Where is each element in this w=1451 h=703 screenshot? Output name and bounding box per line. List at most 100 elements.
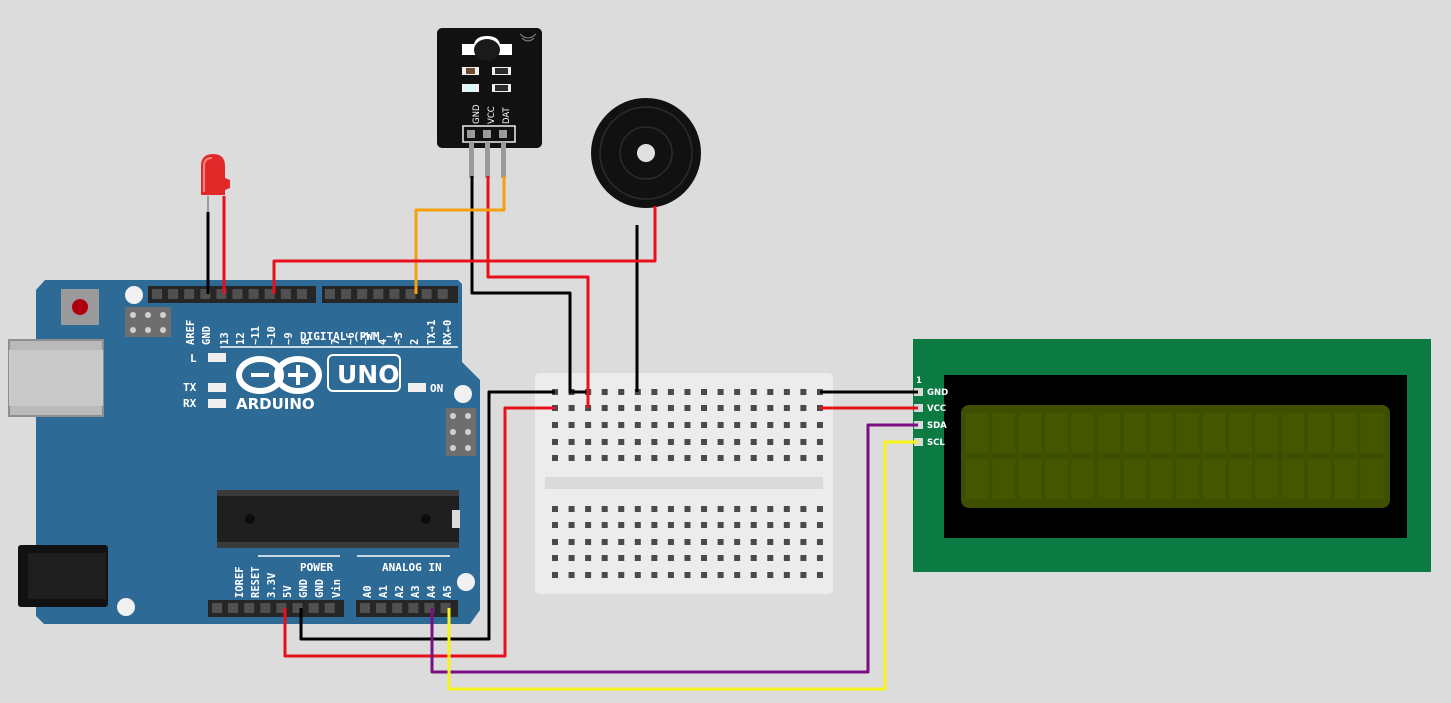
breadboard-hole[interactable] <box>734 389 741 395</box>
breadboard-hole[interactable] <box>734 405 741 411</box>
breadboard-hole[interactable] <box>634 522 641 528</box>
breadboard-hole[interactable] <box>552 422 558 428</box>
breadboard-hole[interactable] <box>734 555 741 561</box>
breadboard-hole[interactable] <box>634 539 641 545</box>
breadboard-hole[interactable] <box>601 522 608 528</box>
wire-gnd[interactable] <box>299 390 555 641</box>
breadboard-hole[interactable] <box>667 389 674 395</box>
lcd-pin[interactable] <box>914 404 923 412</box>
breadboard-hole[interactable] <box>701 389 708 395</box>
breadboard-hole[interactable] <box>651 439 658 445</box>
breadboard-hole[interactable] <box>667 422 674 428</box>
breadboard-hole[interactable] <box>634 405 641 411</box>
breadboard-hole[interactable] <box>800 405 807 411</box>
breadboard-hole[interactable] <box>767 405 774 411</box>
breadboard-hole[interactable] <box>800 422 807 428</box>
breadboard-hole[interactable] <box>634 422 641 428</box>
header-socket[interactable] <box>421 289 432 299</box>
header-socket[interactable] <box>216 289 227 299</box>
breadboard-hole[interactable] <box>800 506 807 512</box>
header-socket[interactable] <box>405 289 416 299</box>
wire-sensor-gnd[interactable] <box>470 176 588 394</box>
breadboard-hole[interactable] <box>750 439 757 445</box>
breadboard-hole[interactable] <box>816 506 823 512</box>
breadboard-hole[interactable] <box>618 555 625 561</box>
header-socket[interactable] <box>168 289 179 299</box>
breadboard-hole[interactable] <box>750 522 757 528</box>
breadboard-hole[interactable] <box>651 405 658 411</box>
breadboard-hole[interactable] <box>667 572 674 578</box>
header-socket[interactable] <box>244 603 255 613</box>
breadboard-hole[interactable] <box>568 539 575 545</box>
breadboard-hole[interactable] <box>601 439 608 445</box>
lcd-pin[interactable] <box>914 421 923 429</box>
breadboard[interactable] <box>535 373 833 594</box>
breadboard-hole[interactable] <box>634 572 641 578</box>
breadboard-hole[interactable] <box>667 439 674 445</box>
header-socket[interactable] <box>248 289 259 299</box>
breadboard-hole[interactable] <box>717 439 724 445</box>
header-socket[interactable] <box>152 289 162 299</box>
wire-5v[interactable] <box>283 406 555 658</box>
breadboard-hole[interactable] <box>684 455 691 461</box>
breadboard-hole[interactable] <box>651 572 658 578</box>
breadboard-hole[interactable] <box>734 572 741 578</box>
breadboard-hole[interactable] <box>552 522 558 528</box>
breadboard-hole[interactable] <box>816 405 823 411</box>
breadboard-hole[interactable] <box>750 572 757 578</box>
breadboard-hole[interactable] <box>717 572 724 578</box>
breadboard-hole[interactable] <box>585 422 592 428</box>
breadboard-hole[interactable] <box>585 455 592 461</box>
header-socket[interactable] <box>296 289 307 299</box>
breadboard-hole[interactable] <box>767 555 774 561</box>
breadboard-hole[interactable] <box>767 572 774 578</box>
breadboard-hole[interactable] <box>667 506 674 512</box>
wire-sda[interactable] <box>430 423 918 674</box>
breadboard-hole[interactable] <box>684 572 691 578</box>
breadboard-hole[interactable] <box>552 539 558 545</box>
breadboard-hole[interactable] <box>767 389 774 395</box>
header-socket[interactable] <box>308 603 319 613</box>
breadboard-hole[interactable] <box>767 522 774 528</box>
header-socket[interactable] <box>200 289 211 299</box>
breadboard-hole[interactable] <box>618 455 625 461</box>
breadboard-hole[interactable] <box>601 555 608 561</box>
piezo-buzzer[interactable] <box>591 98 701 208</box>
breadboard-hole[interactable] <box>816 522 823 528</box>
breadboard-hole[interactable] <box>750 455 757 461</box>
breadboard-hole[interactable] <box>816 539 823 545</box>
breadboard-hole[interactable] <box>800 439 807 445</box>
breadboard-hole[interactable] <box>767 439 774 445</box>
breadboard-hole[interactable] <box>651 555 658 561</box>
breadboard-hole[interactable] <box>552 572 558 578</box>
breadboard-hole[interactable] <box>552 455 558 461</box>
breadboard-hole[interactable] <box>618 522 625 528</box>
breadboard-hole[interactable] <box>717 555 724 561</box>
breadboard-hole[interactable] <box>585 439 592 445</box>
breadboard-hole[interactable] <box>800 555 807 561</box>
breadboard-hole[interactable] <box>684 439 691 445</box>
breadboard-hole[interactable] <box>767 455 774 461</box>
header-socket[interactable] <box>232 289 243 299</box>
header-socket[interactable] <box>373 289 384 299</box>
breadboard-hole[interactable] <box>783 522 790 528</box>
header-socket[interactable] <box>264 289 275 299</box>
breadboard-hole[interactable] <box>767 539 774 545</box>
breadboard-hole[interactable] <box>651 389 658 395</box>
header-socket[interactable] <box>360 603 370 613</box>
breadboard-hole[interactable] <box>816 572 823 578</box>
breadboard-hole[interactable] <box>783 506 790 512</box>
breadboard-hole[interactable] <box>750 422 757 428</box>
breadboard-hole[interactable] <box>750 539 757 545</box>
breadboard-hole[interactable] <box>552 439 558 445</box>
lcd-pin[interactable] <box>914 388 923 396</box>
breadboard-hole[interactable] <box>800 539 807 545</box>
breadboard-hole[interactable] <box>767 422 774 428</box>
breadboard-hole[interactable] <box>684 522 691 528</box>
header-socket[interactable] <box>389 289 400 299</box>
breadboard-hole[interactable] <box>667 555 674 561</box>
breadboard-hole[interactable] <box>816 439 823 445</box>
breadboard-hole[interactable] <box>585 555 592 561</box>
breadboard-hole[interactable] <box>816 455 823 461</box>
